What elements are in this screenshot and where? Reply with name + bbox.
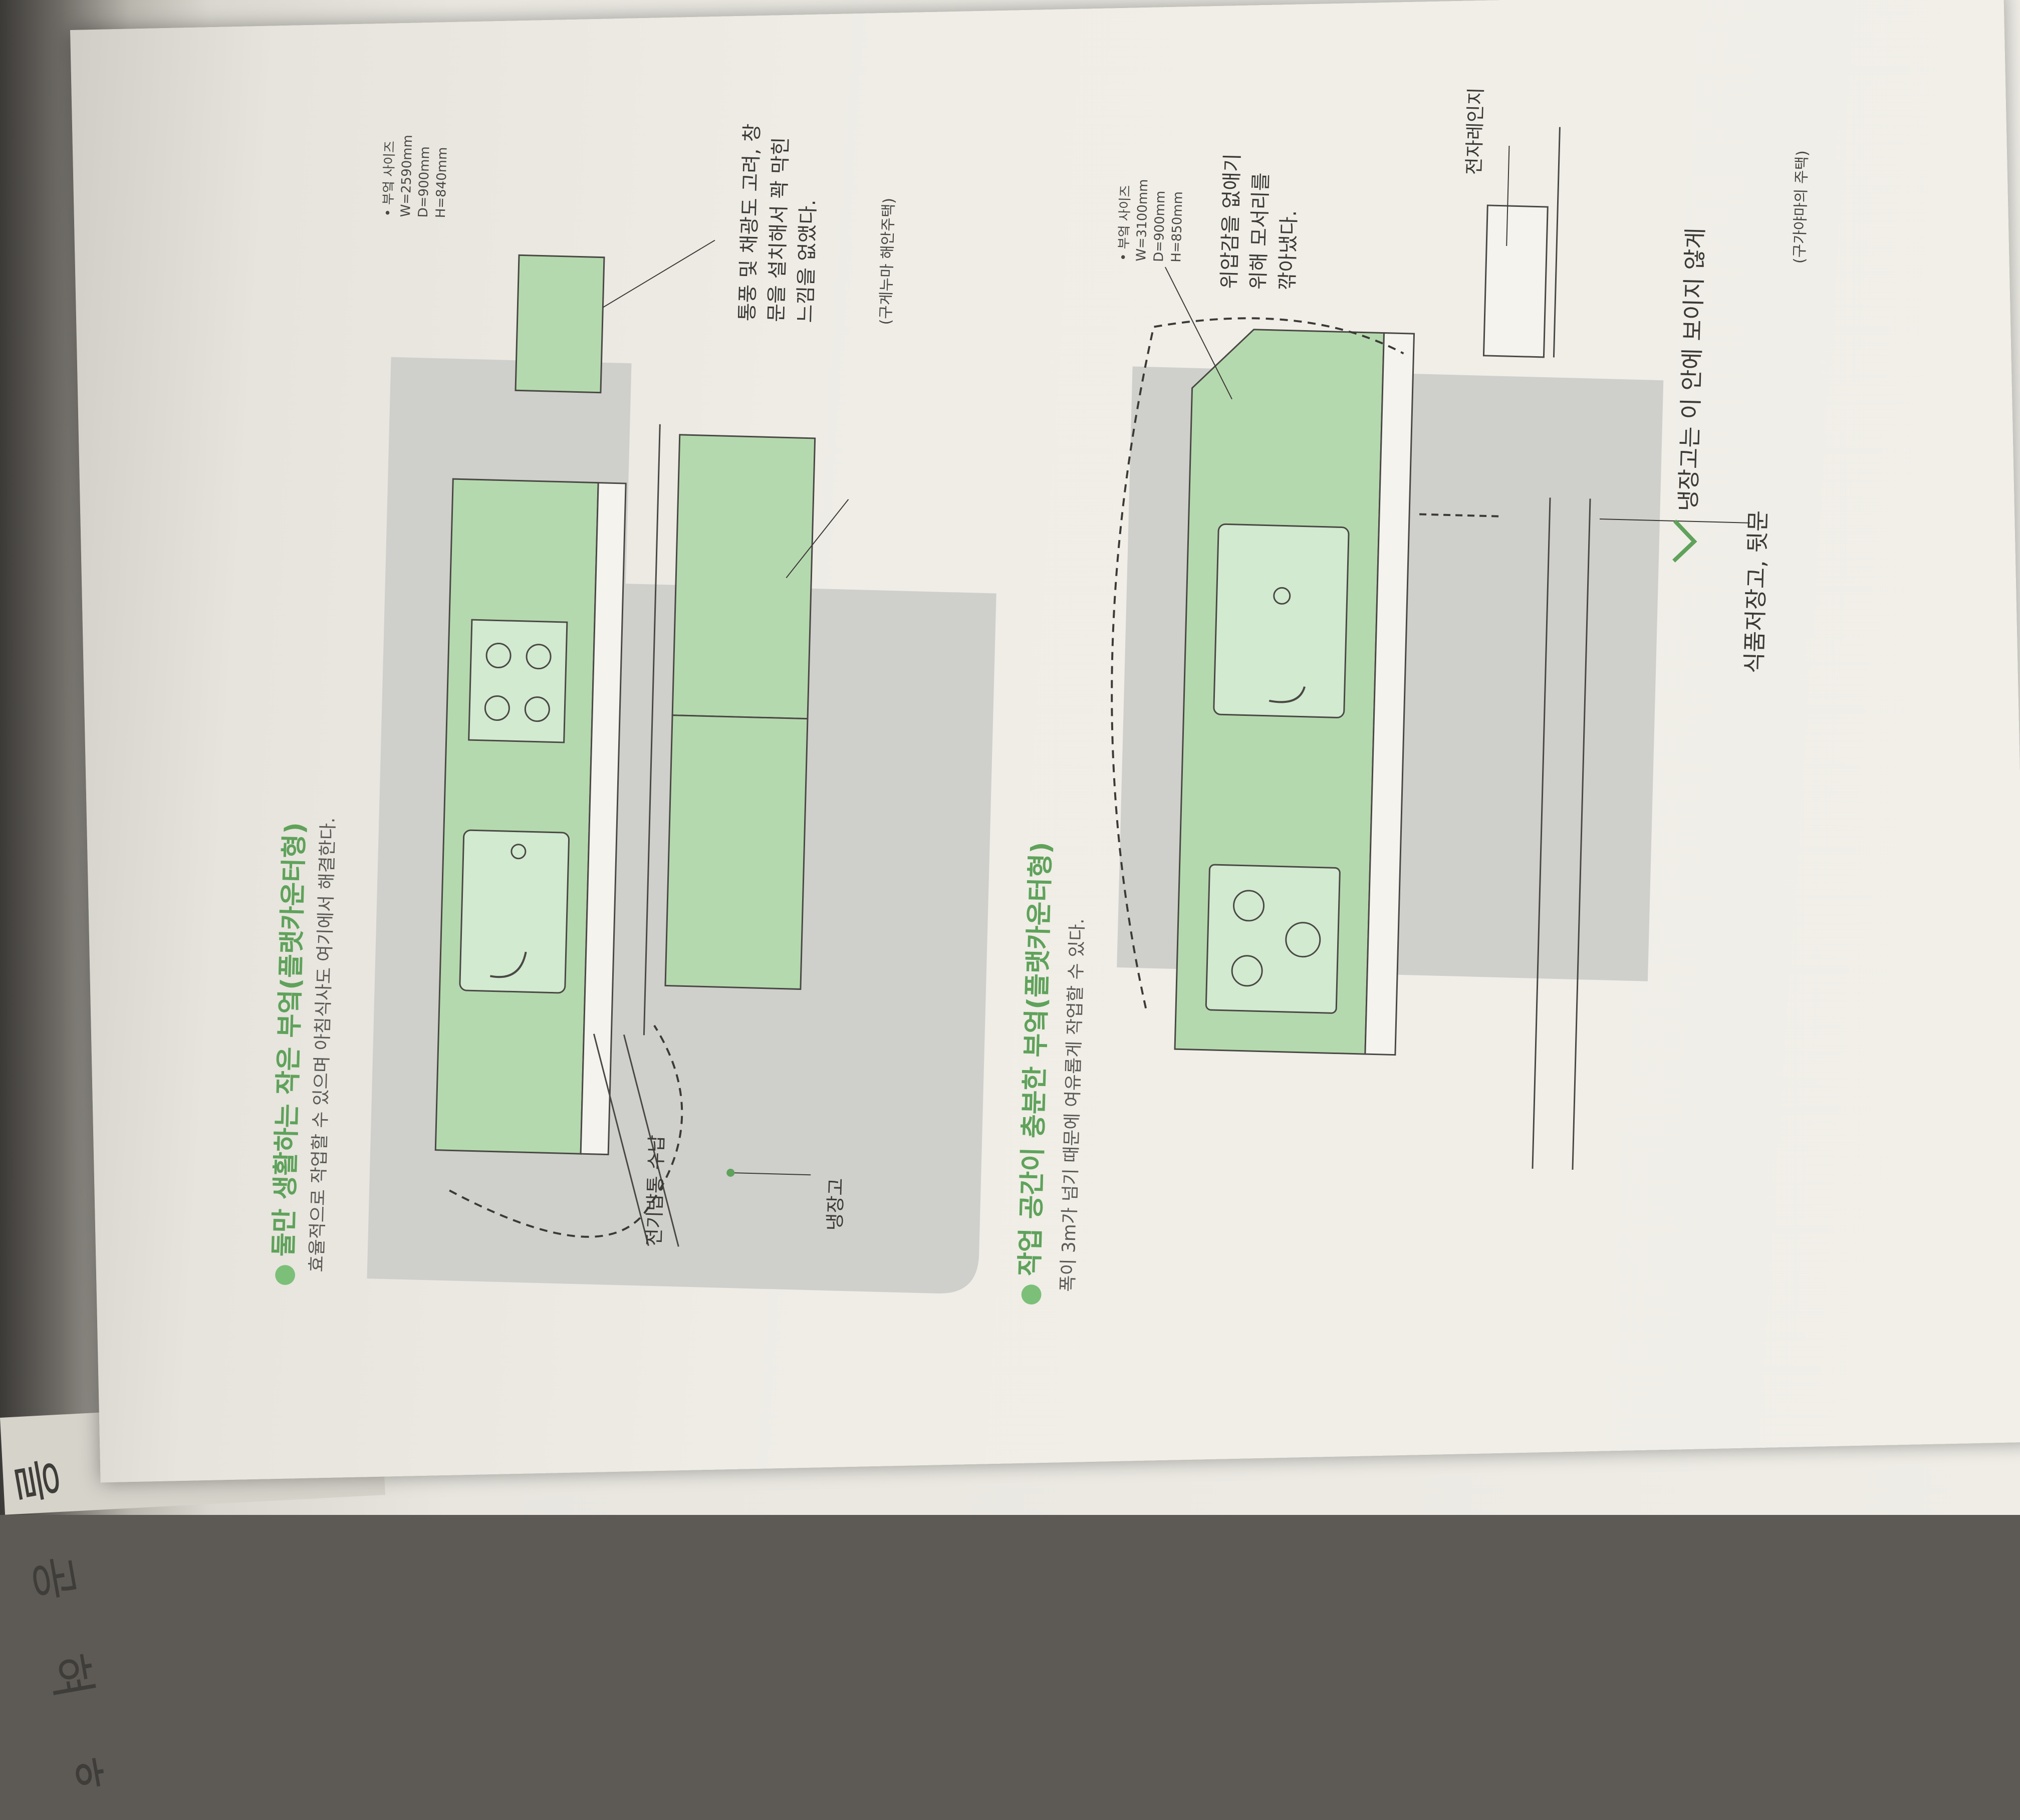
section1-credit: (구게누마 해안주택): [877, 197, 898, 325]
section1-size-spec: • 부엌 사이즈 W=2590mm D=900mm H=840mm: [380, 134, 450, 218]
section1-burner: [485, 643, 512, 669]
section2-sink: [1213, 523, 1350, 718]
section2-flow-arrow: [1419, 513, 1500, 517]
section1-faucet: [489, 951, 527, 978]
section2-faucet: [1269, 686, 1306, 703]
section1-counter-front: [580, 482, 627, 1156]
section2-label-pantry: 식품저장고, 뒷문: [1740, 510, 1772, 674]
section1-illustration: [367, 239, 996, 1293]
section1-glass-door: [664, 714, 809, 990]
section1-sink: [459, 829, 570, 994]
section2-microwave: [1482, 204, 1549, 358]
section1-glass-door: [671, 434, 816, 720]
section2-illustration: [1111, 127, 1750, 1170]
section1-stove: [468, 619, 568, 743]
section2-burner: [1233, 890, 1265, 922]
section2-down-arrow: [1672, 519, 1697, 563]
section1-burner: [484, 695, 510, 721]
section1-sink-drain: [511, 844, 527, 860]
section1-burner: [524, 696, 550, 722]
section2-title-text: 작업 공간이 충분한 부엌(플랫카운터형): [1015, 841, 1057, 1277]
section2-size-spec: • 부엌 사이즈 W=3100mm D=900mm H=850mm: [1116, 179, 1186, 263]
section1-counter: [434, 478, 599, 1155]
section2-stove: [1205, 864, 1341, 1014]
section1-label-rice-cooker: 전기밥통 수납: [643, 1134, 668, 1246]
section1-window: [515, 254, 605, 394]
page-content: ●둘만 생활하는 작은 부엌(플랫카운터형) 효율적으로 작업할 수 있으며 아…: [135, 41, 1847, 1367]
section1-label-fridge: 냉장고: [824, 1178, 848, 1231]
section2-burner: [1285, 922, 1321, 958]
section2-label-microwave: 전자레인지: [1462, 87, 1487, 175]
section2-sink-drain: [1273, 587, 1291, 605]
section2-counter-front: [1364, 332, 1415, 1056]
section2-note: 위압감을 없애기 위해 모서리를 깎아냈다.: [1217, 153, 1301, 291]
section1-note: 통풍 및 채광도 고려, 창 문을 설치해서 꽉 막힌 느낌을 없앴다.: [735, 123, 821, 323]
section2-flow-arrow: [1111, 317, 1404, 1009]
section2-credit: (구가야마의 주택): [1791, 150, 1812, 264]
section2-burner: [1231, 955, 1263, 987]
section1-burner: [526, 644, 552, 670]
